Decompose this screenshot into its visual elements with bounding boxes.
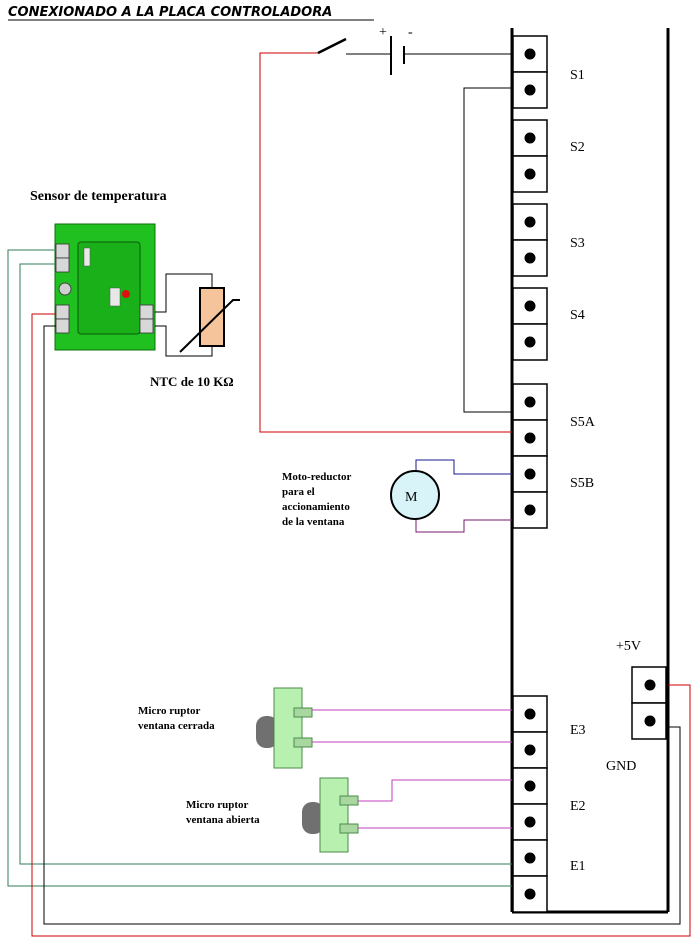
terminal-e2b [512, 803, 548, 841]
label-e3: E3 [570, 723, 586, 738]
motor-icon [390, 470, 440, 520]
switch-closed-plunger [256, 716, 278, 748]
battery-plus-sign: + [379, 25, 387, 40]
ntc-arrow [179, 299, 240, 353]
motor: M Moto-reductor para el accionamiento de… [282, 459, 512, 533]
battery-circuit: + - [259, 25, 512, 433]
potentiometer-icon [58, 282, 72, 296]
motor-label-1: Moto-reductor [282, 471, 352, 483]
ntc-thermistor: NTC de 10 KΩ [150, 273, 240, 389]
wire-motor-s5b-1 [415, 459, 512, 475]
temperature-sensor: Sensor de temperatura [30, 189, 167, 351]
terminal-gnd [631, 702, 667, 740]
micro-switch-open: Micro ruptor ventana abierta [186, 777, 512, 853]
terminal-s5b-1 [512, 455, 548, 493]
label-s5b: S5B [570, 476, 594, 491]
terminal-s2a [512, 119, 548, 157]
motor-symbol: M [405, 490, 418, 505]
label-gnd: GND [606, 759, 636, 774]
switch-open-label-2: ventana abierta [186, 814, 260, 826]
switch-open-body [319, 777, 349, 853]
motor-label-3: accionamiento [282, 501, 350, 513]
terminal-labels: S1 S2 S3 S4 S5A S5B E3 E2 E1 +5V GND [570, 68, 641, 874]
terminal-blocks [512, 35, 667, 913]
label-s2: S2 [570, 140, 585, 155]
wire-sensor-gnd [43, 325, 681, 925]
wire-sensor-vcc [31, 313, 691, 937]
sensor-chip-area [77, 241, 141, 335]
motor-label-2: para el [282, 486, 315, 498]
wire-motor-s5b-2 [415, 519, 512, 533]
label-s1: S1 [570, 68, 585, 83]
wire-sensor-e1a [19, 263, 512, 865]
motor-label-4: de la ventana [282, 516, 345, 528]
sensor-title: Sensor de temperatura [30, 189, 167, 204]
switch-closed-label-2: ventana cerrada [138, 720, 215, 732]
switch-closed-label-1: Micro ruptor [138, 705, 201, 717]
terminal-s2b [512, 155, 548, 193]
switch-open-plunger [302, 802, 324, 834]
terminal-s5b-2 [512, 491, 548, 529]
label-e1: E1 [570, 859, 586, 874]
switch-lever [317, 37, 347, 55]
ntc-label: NTC de 10 KΩ [150, 374, 234, 389]
switch-open-label-1: Micro ruptor [186, 799, 249, 811]
wire-bridge-s1-s5a [463, 87, 512, 413]
label-s5a: S5A [570, 415, 596, 430]
label-vcc: +5V [616, 639, 641, 654]
ntc-body [199, 287, 225, 347]
wire-e2-1 [358, 779, 512, 802]
sensor-led-icon [122, 290, 130, 298]
wire-red-s5a [259, 52, 512, 433]
switch-closed-body [273, 687, 303, 769]
wire-sensor-e1b [7, 249, 512, 887]
label-s4: S4 [570, 308, 585, 323]
battery-minus-sign: - [408, 25, 413, 40]
label-s3: S3 [570, 236, 585, 251]
diagram-title: CONEXIONADO A LA PLACA CONTROLADORA [8, 5, 332, 20]
label-e2: E2 [570, 799, 586, 814]
micro-switch-closed: Micro ruptor ventana cerrada [138, 687, 512, 769]
